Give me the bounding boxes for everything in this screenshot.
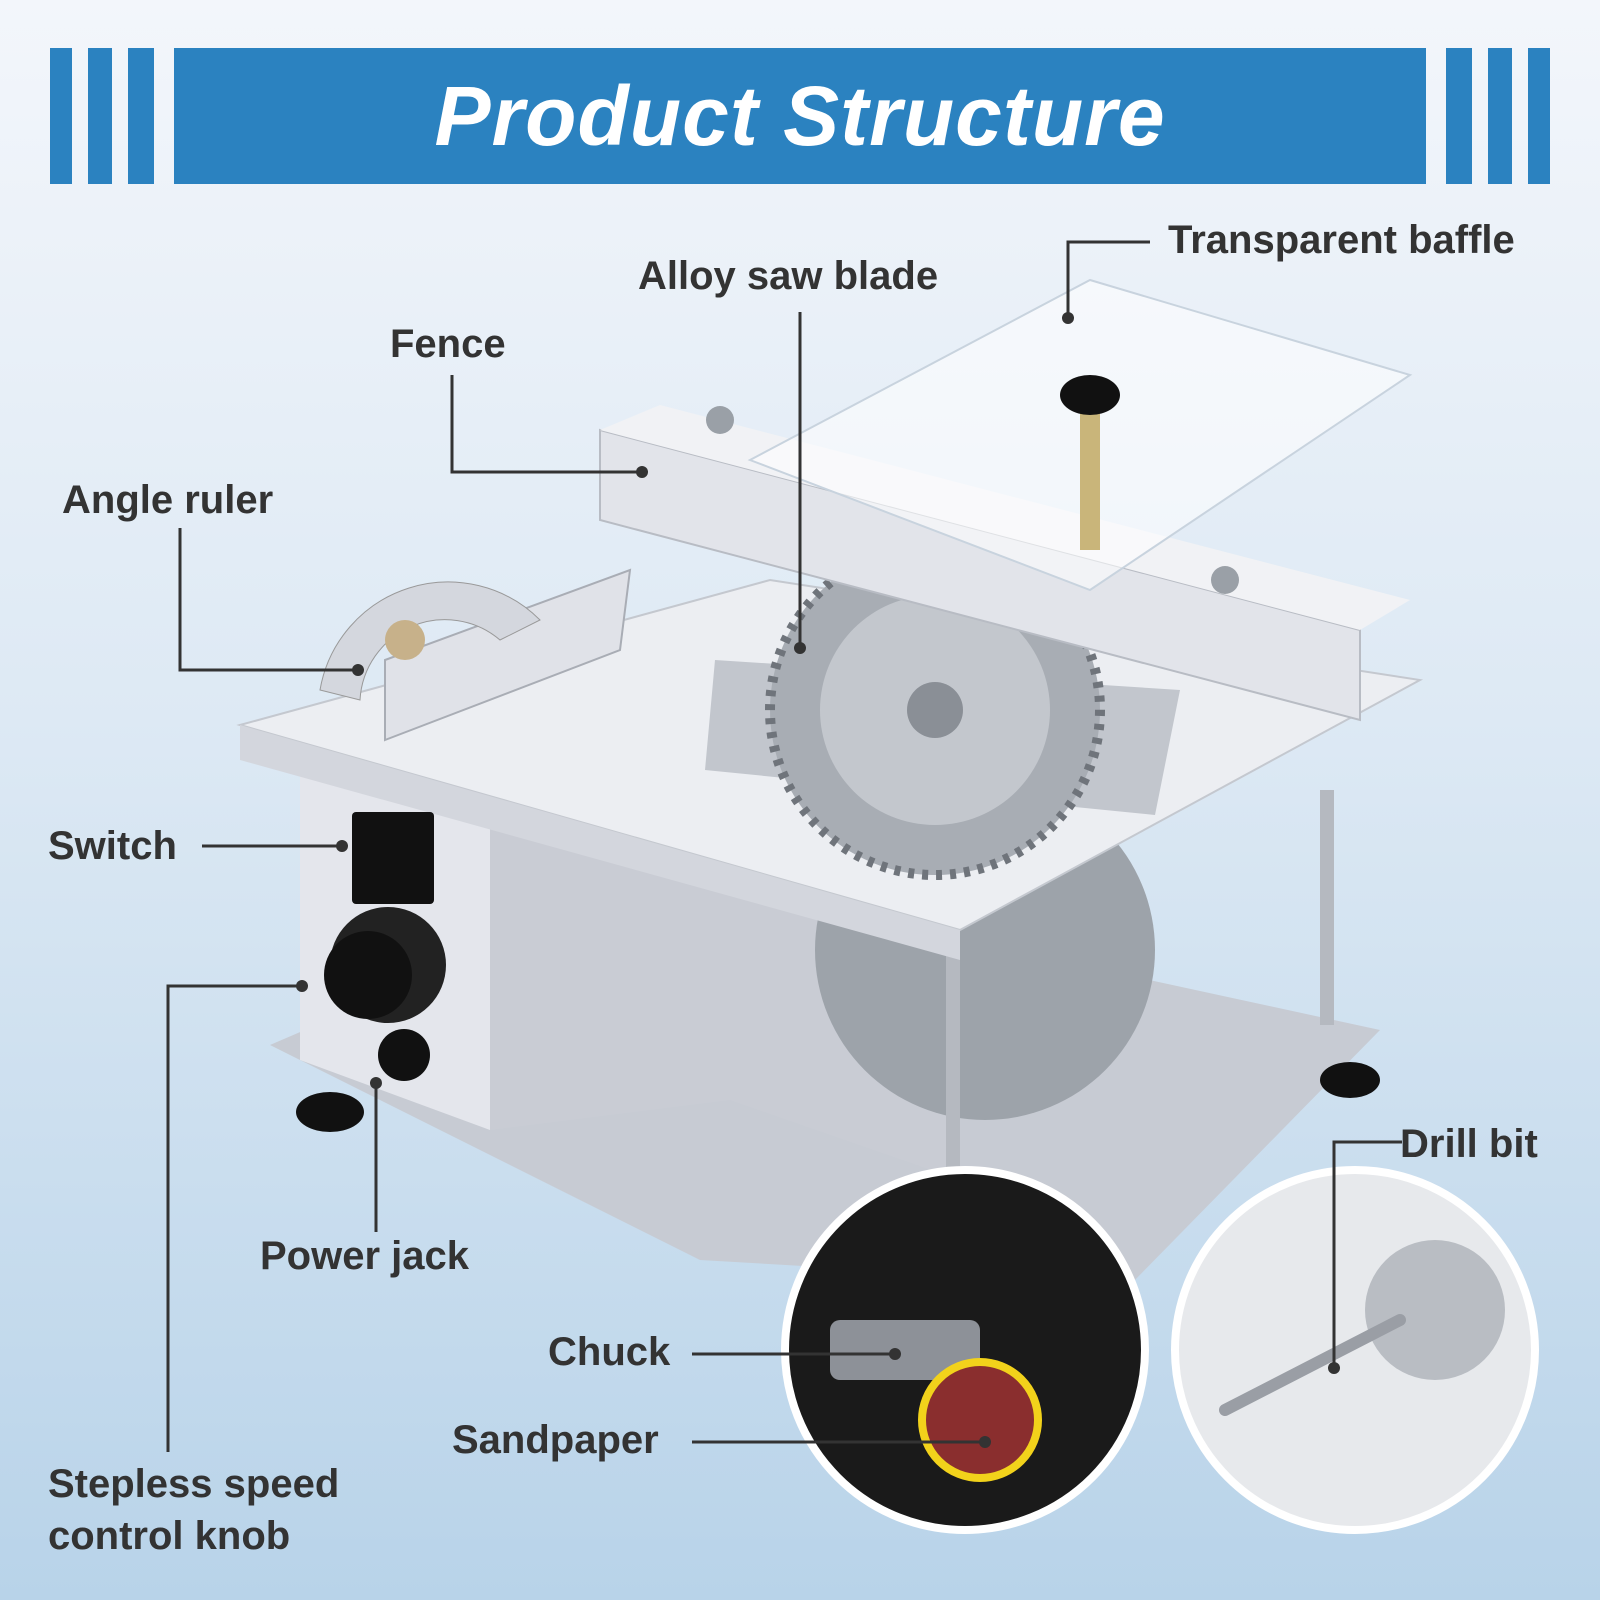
ruler-knob: [385, 620, 425, 660]
callout-angle-ruler: [178, 528, 358, 672]
power-jack: [378, 1029, 430, 1081]
banner-stripe: [128, 48, 154, 184]
label-drill-bit: Drill bit: [1400, 1122, 1538, 1166]
label-alloy-saw-blade: Alloy saw blade: [638, 254, 939, 298]
callout-drill-bit: [1332, 1140, 1402, 1368]
table-edge: [240, 725, 960, 960]
wing-nut: [706, 406, 734, 434]
label-chuck: Chuck: [548, 1330, 671, 1374]
housing-inside: [490, 790, 960, 1180]
inset-sandpaper: [918, 1358, 1042, 1482]
inset-drill-chuck: [1365, 1240, 1505, 1380]
protractor: [319, 581, 541, 701]
banner-stripe: [1488, 48, 1512, 184]
header-banner: Product Structure: [0, 48, 1600, 184]
page-title: Product Structure: [434, 68, 1166, 163]
label-switch: Switch: [48, 824, 177, 868]
label-sandpaper: Sandpaper: [452, 1418, 659, 1462]
label-transparent-baffle: Transparent baffle: [1168, 218, 1515, 262]
banner-stripe: [88, 48, 112, 184]
callout-lines: [166, 240, 1402, 1452]
label-angle-ruler: Angle ruler: [62, 478, 274, 522]
inset-chuck-body: [830, 1320, 980, 1380]
banner-title-box: Product Structure: [174, 48, 1426, 184]
saw-blade-hub: [907, 682, 963, 738]
banner-stripe: [1528, 48, 1550, 184]
baffle-knob: [1060, 375, 1120, 415]
label-stepless-speed-line2: control knob: [48, 1514, 291, 1558]
callout-transparent-baffle: [1066, 240, 1150, 318]
rubber-foot: [1320, 1062, 1380, 1098]
callout-stepless-speed: [166, 984, 302, 1452]
banner-stripe: [1446, 48, 1472, 184]
wing-nut: [1211, 566, 1239, 594]
label-fence: Fence: [390, 322, 506, 366]
rocker-switch: [352, 812, 434, 904]
label-stepless-speed-line1: Stepless speed: [48, 1462, 340, 1506]
banner-stripe: [50, 48, 72, 184]
speed-knob: [324, 931, 412, 1019]
rubber-foot: [296, 1092, 364, 1132]
support-rod: [1320, 790, 1334, 1025]
label-power-jack: Power jack: [260, 1234, 470, 1278]
inset-drill-bit: [1219, 1314, 1406, 1416]
callout-dots: [296, 312, 1340, 1448]
callout-fence: [450, 375, 642, 474]
baffle-post: [1080, 400, 1100, 550]
angle-ruler: [384, 568, 632, 742]
